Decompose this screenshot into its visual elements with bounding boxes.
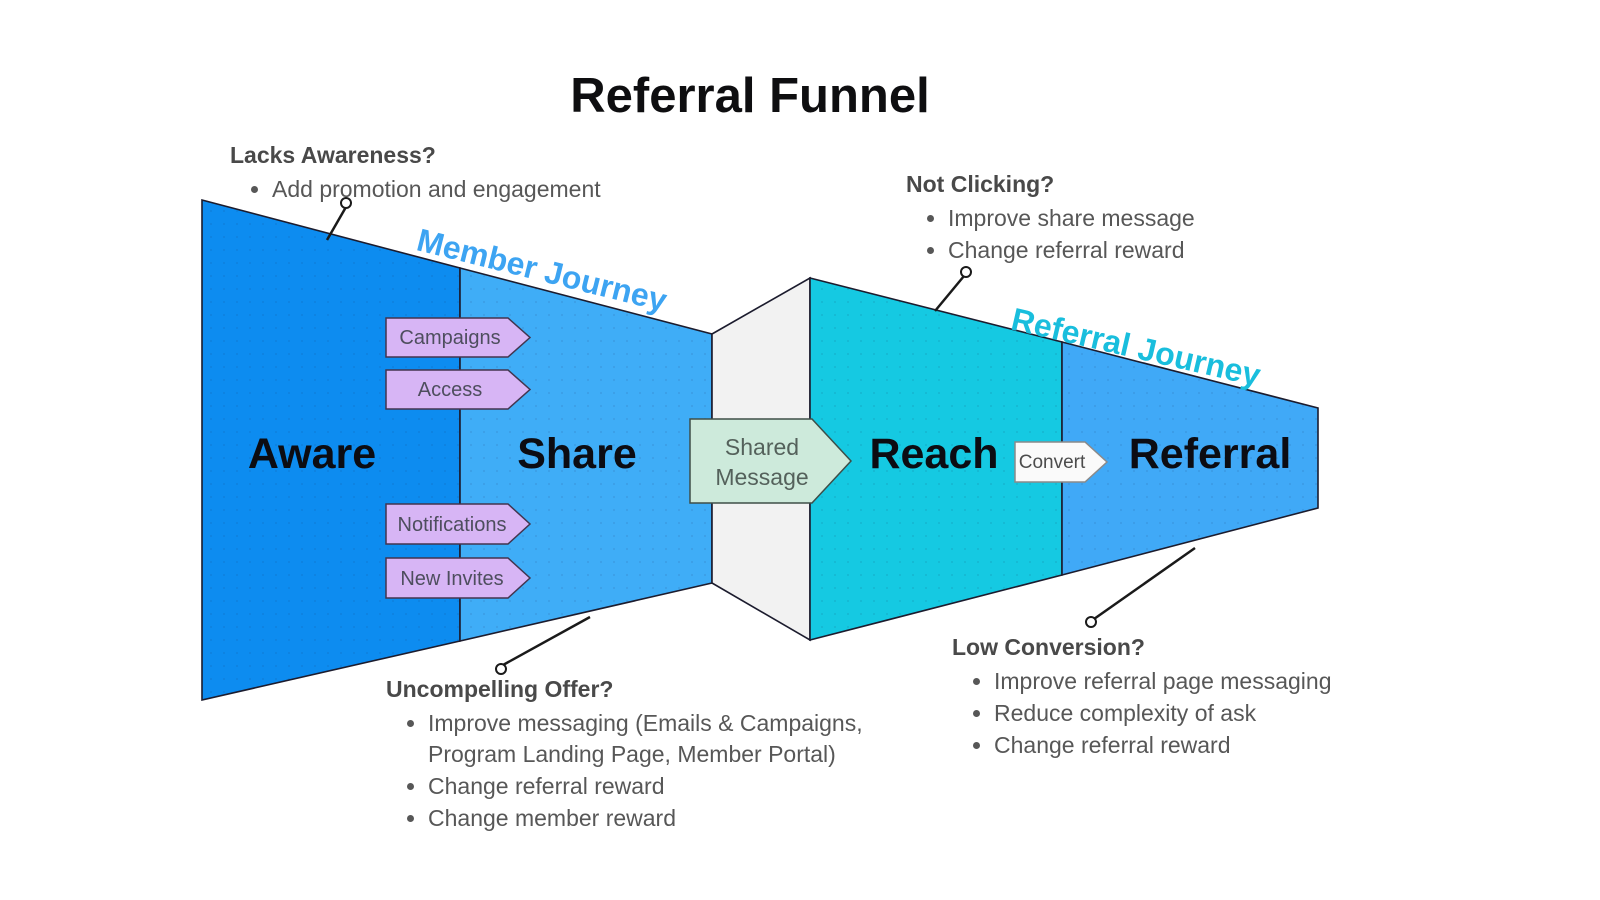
dot-texture-overlay	[202, 200, 1318, 700]
note-bullet: Reduce complexity of ask	[994, 698, 1392, 729]
stage-label-reach: Reach	[869, 430, 998, 478]
note-uncompelling-offer-heading: Uncompelling Offer?	[386, 676, 614, 702]
connector-endpoints	[340, 197, 1097, 675]
note-bullet: Change referral reward	[994, 730, 1392, 761]
note-not-clicking-list: Improve share message Change referral re…	[906, 203, 1266, 266]
connector-not-clicking	[934, 275, 965, 312]
connector-uncompelling-offer	[502, 615, 591, 667]
connector-dot-low-conversion	[1085, 616, 1097, 628]
tactic-arrow-access-shape	[385, 369, 532, 410]
tactic-arrow-new-invites-label: New Invites	[400, 568, 503, 590]
note-bullet: Change referral reward	[948, 235, 1266, 266]
note-bullet: Add promotion and engagement	[272, 174, 660, 205]
note-bullet: Change member reward	[428, 803, 886, 834]
note-bullet: Improve messaging (Emails & Campaigns, P…	[428, 708, 886, 770]
tactic-arrow-new-invites-shape	[385, 557, 532, 599]
tactic-arrow-campaigns-shape	[385, 317, 532, 358]
convert-arrow-shape	[1014, 441, 1109, 483]
shared-message-label-line2: Message	[715, 464, 808, 490]
tactic-arrow-notifications-shape	[385, 503, 532, 545]
note-bullet: Change referral reward	[428, 771, 886, 802]
convert-arrow-label: Convert	[1019, 452, 1086, 473]
shared-message-arrow-shape	[689, 418, 853, 504]
tactic-arrow-new-invites: New Invites	[385, 557, 532, 599]
note-low-conversion: Low Conversion? Improve referral page me…	[952, 632, 1392, 762]
tactic-arrow-campaigns-label: Campaigns	[399, 327, 500, 349]
tactic-arrow-access-label: Access	[418, 379, 482, 401]
note-uncompelling-offer-list: Improve messaging (Emails & Campaigns, P…	[386, 708, 886, 834]
connector-lacks-awareness	[325, 206, 348, 241]
note-lacks-awareness-heading: Lacks Awareness?	[230, 142, 436, 168]
note-lacks-awareness-list: Add promotion and engagement	[230, 174, 660, 205]
page-title: Referral Funnel	[570, 69, 930, 123]
stage-label-share: Share	[517, 430, 637, 478]
note-low-conversion-list: Improve referral page messaging Reduce c…	[952, 666, 1392, 761]
tactic-arrow-campaigns: Campaigns	[385, 317, 532, 358]
stage-label-aware: Aware	[248, 430, 376, 478]
shared-message-arrow: Shared Message	[689, 418, 853, 504]
note-not-clicking: Not Clicking? Improve share message Chan…	[906, 169, 1266, 267]
shared-message-label-line1: Shared	[725, 434, 799, 460]
note-bullet: Improve share message	[948, 203, 1266, 234]
connector-low-conversion	[1093, 546, 1196, 621]
tactic-arrow-notifications-label: Notifications	[398, 514, 507, 536]
note-low-conversion-heading: Low Conversion?	[952, 634, 1145, 660]
stage-label-referral: Referral	[1129, 430, 1292, 478]
connector-dot-lacks-awareness	[340, 197, 352, 209]
note-uncompelling-offer: Uncompelling Offer? Improve messaging (E…	[386, 674, 886, 835]
convert-arrow: Convert	[1014, 441, 1109, 483]
connector-dot-uncompelling-offer	[495, 663, 507, 675]
tactic-arrow-access: Access	[385, 369, 532, 410]
note-not-clicking-heading: Not Clicking?	[906, 171, 1055, 197]
note-lacks-awareness: Lacks Awareness? Add promotion and engag…	[230, 140, 660, 206]
note-bullet: Improve referral page messaging	[994, 666, 1392, 697]
annotation-connectors	[325, 206, 1196, 667]
connector-dot-not-clicking	[960, 266, 972, 278]
tactic-arrow-notifications: Notifications	[385, 503, 532, 545]
